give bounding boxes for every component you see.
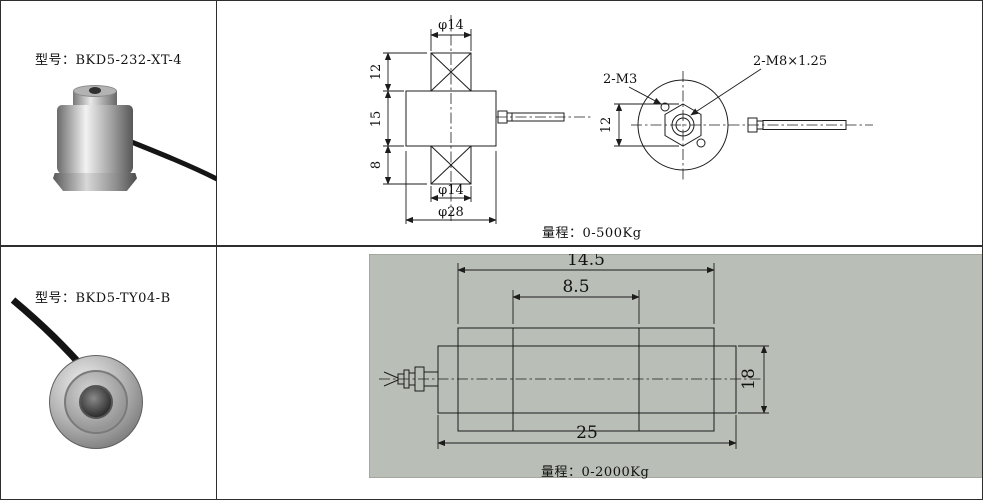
drawing-panel-background [369, 254, 982, 478]
front-view: φ14 12 15 8 [369, 15, 593, 224]
dim-body-diameter: φ28 [438, 205, 464, 220]
model-1-photo-cable [129, 138, 217, 182]
sensor-body [57, 105, 133, 175]
model-2-range-label: 量程：0-2000Kg [541, 465, 650, 480]
side-view: 2-M3 2-M8×1.25 12 [599, 54, 873, 181]
dim-height: 18 [739, 368, 759, 390]
dim-inner-length: 8.5 [562, 277, 589, 297]
sensor-thread-hole [89, 87, 101, 94]
body-circle [637, 79, 729, 171]
model-2-photo [45, 349, 155, 454]
label-m3-holes: 2-M3 [603, 72, 637, 87]
model-1-technical-drawing: φ14 12 15 8 [369, 15, 873, 224]
dim-outer-length: 14.5 [567, 254, 605, 270]
bottom-stud [430, 145, 472, 185]
model-2-label: 型号：BKD5-TY04-B [35, 291, 171, 306]
sensor-hex-nut [53, 173, 137, 191]
column-divider-line [216, 1, 217, 499]
m3-hole [696, 138, 706, 148]
body-right-end [713, 345, 737, 414]
center-hex [664, 103, 702, 147]
m3-hole [660, 102, 670, 112]
label-m8-thread: 2-M8×1.25 [753, 54, 827, 69]
cable-sleeve [762, 120, 847, 130]
dim-hex-width: 12 [599, 117, 614, 134]
dim-bottom-diameter: φ14 [438, 183, 464, 198]
model-1-range-label: 量程：0-500Kg [542, 226, 642, 241]
dim-total-length: 25 [576, 423, 598, 443]
cable-sleeve [511, 112, 565, 122]
dim-height-bottom: 8 [369, 161, 384, 169]
dim-height-top: 12 [369, 64, 384, 81]
dim-top-diameter: φ14 [438, 18, 464, 33]
profile-view: 14.5 8.5 25 18 [379, 254, 769, 449]
cable-line [129, 138, 217, 182]
center-thread-hole [671, 113, 695, 137]
cable-gland [423, 371, 439, 387]
model-2-technical-drawing: 14.5 8.5 25 18 [369, 254, 982, 478]
model-1-photo [47, 85, 147, 195]
row-divider-line [1, 245, 982, 247]
ring-sensor-hole [79, 385, 113, 419]
model-1-label: 型号：BKD5-232-XT-4 [35, 53, 183, 68]
dim-height-mid: 15 [369, 111, 384, 128]
